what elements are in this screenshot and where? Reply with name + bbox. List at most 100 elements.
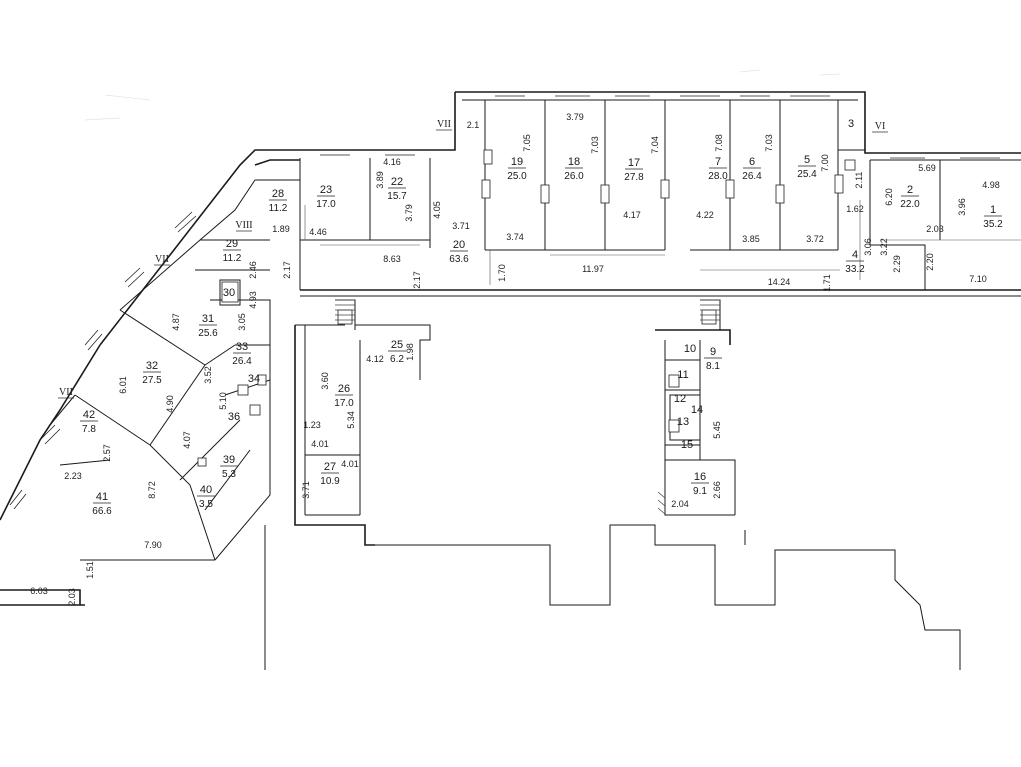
room-area: 3.5	[199, 499, 213, 510]
room-11: 11	[677, 369, 688, 381]
dimension-label: 3.72	[806, 234, 824, 244]
dimension-label: 1.23	[303, 420, 321, 430]
room-number: 31	[202, 313, 214, 325]
doors	[197, 149, 856, 467]
room-number: 7	[715, 156, 721, 168]
room-39: 395.3	[220, 454, 238, 480]
dimension-label: 8.63	[383, 254, 401, 264]
dimension-label: 3.52	[203, 366, 213, 384]
room-number: 5	[804, 154, 810, 166]
room-area: 5.3	[222, 469, 236, 480]
dimension-label: 7.03	[764, 134, 774, 152]
room-26: 26 17.0	[334, 383, 354, 409]
room-16: 169.1	[691, 471, 709, 497]
dimension-label: 11.97	[582, 264, 604, 274]
dimension-label: 3.79	[566, 112, 584, 122]
dimension-label: 1.89	[272, 224, 290, 234]
dimension-label: 4.05	[432, 201, 442, 219]
room-area: 25.4	[797, 169, 817, 180]
room-area: 22.0	[900, 199, 920, 210]
room-area: 7.8	[82, 424, 96, 435]
axis-mark: VII	[59, 387, 73, 398]
room-29: 29 11.2	[223, 238, 242, 264]
dimension-label: 3.05	[237, 313, 247, 331]
dimension-label: 5.45	[712, 421, 722, 439]
room-4: 433.2	[845, 249, 865, 275]
room-number: 23	[320, 184, 332, 196]
room-number: 42	[83, 409, 95, 421]
room-10: 10	[684, 343, 696, 355]
room-area: 17.0	[334, 398, 354, 409]
room-area: 27.5	[142, 375, 162, 386]
room-area: 9.1	[693, 486, 707, 497]
dimension-label: 7.90	[144, 540, 162, 550]
room-area: 10.9	[320, 476, 340, 487]
room-number: 26	[338, 383, 350, 395]
room-area: 11.2	[269, 203, 288, 214]
room-3: 3	[848, 118, 854, 130]
dimension-label: 2.57	[102, 444, 112, 462]
dimension-label: 6.01	[118, 376, 128, 394]
room-42: 427.8	[80, 409, 98, 435]
dimension-label: 3.06	[863, 238, 873, 256]
dimension-label: 4.07	[182, 431, 192, 449]
room-number: 11	[677, 369, 688, 381]
dimension-label: 14.24	[768, 277, 791, 287]
room-30: 30	[223, 287, 235, 299]
room-number: 1	[990, 204, 996, 216]
dimension-label: 7.00	[820, 154, 830, 172]
room-number: 39	[223, 454, 235, 466]
dimension-label: 2.29	[892, 255, 902, 273]
dimension-label: 5.34	[346, 411, 356, 429]
room-number: 9	[710, 346, 716, 358]
dimension-label: 2.66	[712, 481, 722, 499]
room-number: 13	[677, 416, 689, 428]
room-number: 16	[694, 471, 706, 483]
room-9: 98.1	[704, 346, 722, 372]
room-1: 135.2	[983, 204, 1003, 230]
room-number: 2	[907, 184, 913, 196]
dimension-label: 3.60	[320, 372, 330, 390]
room-area: 66.6	[92, 506, 112, 517]
dimension-label: 4.87	[171, 313, 181, 331]
room-number: 25	[391, 339, 403, 351]
room-6: 626.4	[742, 156, 762, 182]
room-number: 20	[453, 239, 465, 251]
dimension-label: 4.01	[311, 439, 329, 449]
dimension-label: 7.10	[969, 274, 987, 284]
dimension-label: 4.93	[248, 291, 258, 309]
dimension-label: 7.03	[590, 136, 600, 154]
dimension-label: 1.70	[497, 264, 507, 282]
dimension-label: 7.08	[714, 134, 724, 152]
room-number: 41	[96, 491, 108, 503]
room-number: 33	[236, 341, 248, 353]
dimension-label: 4.98	[982, 180, 1000, 190]
room-area: 11.2	[223, 253, 242, 264]
room-number: 18	[568, 156, 580, 168]
room-area: 28.0	[708, 171, 728, 182]
room-number: 29	[226, 238, 238, 250]
dimension-label: 8.72	[147, 481, 157, 499]
dimension-label: 4.16	[383, 157, 401, 167]
room-area: 17.0	[316, 199, 336, 210]
room-number: 40	[200, 484, 212, 496]
room-7: 728.0	[708, 156, 728, 182]
room-area: 25.6	[198, 328, 218, 339]
dimension-label: 3.71	[452, 221, 470, 231]
dimension-label: 3.79	[404, 204, 414, 222]
room-36: 36	[228, 411, 240, 423]
dimension-label: 2.03	[67, 588, 77, 606]
room-40: 403.5	[197, 484, 215, 510]
room-number: 4	[852, 249, 858, 261]
room-number: 30	[223, 287, 235, 299]
dimension-label: 2.11	[854, 172, 864, 189]
dimension-label: 4.46	[309, 227, 327, 237]
room-number: 14	[691, 404, 703, 416]
axis-mark: VII	[155, 254, 169, 265]
